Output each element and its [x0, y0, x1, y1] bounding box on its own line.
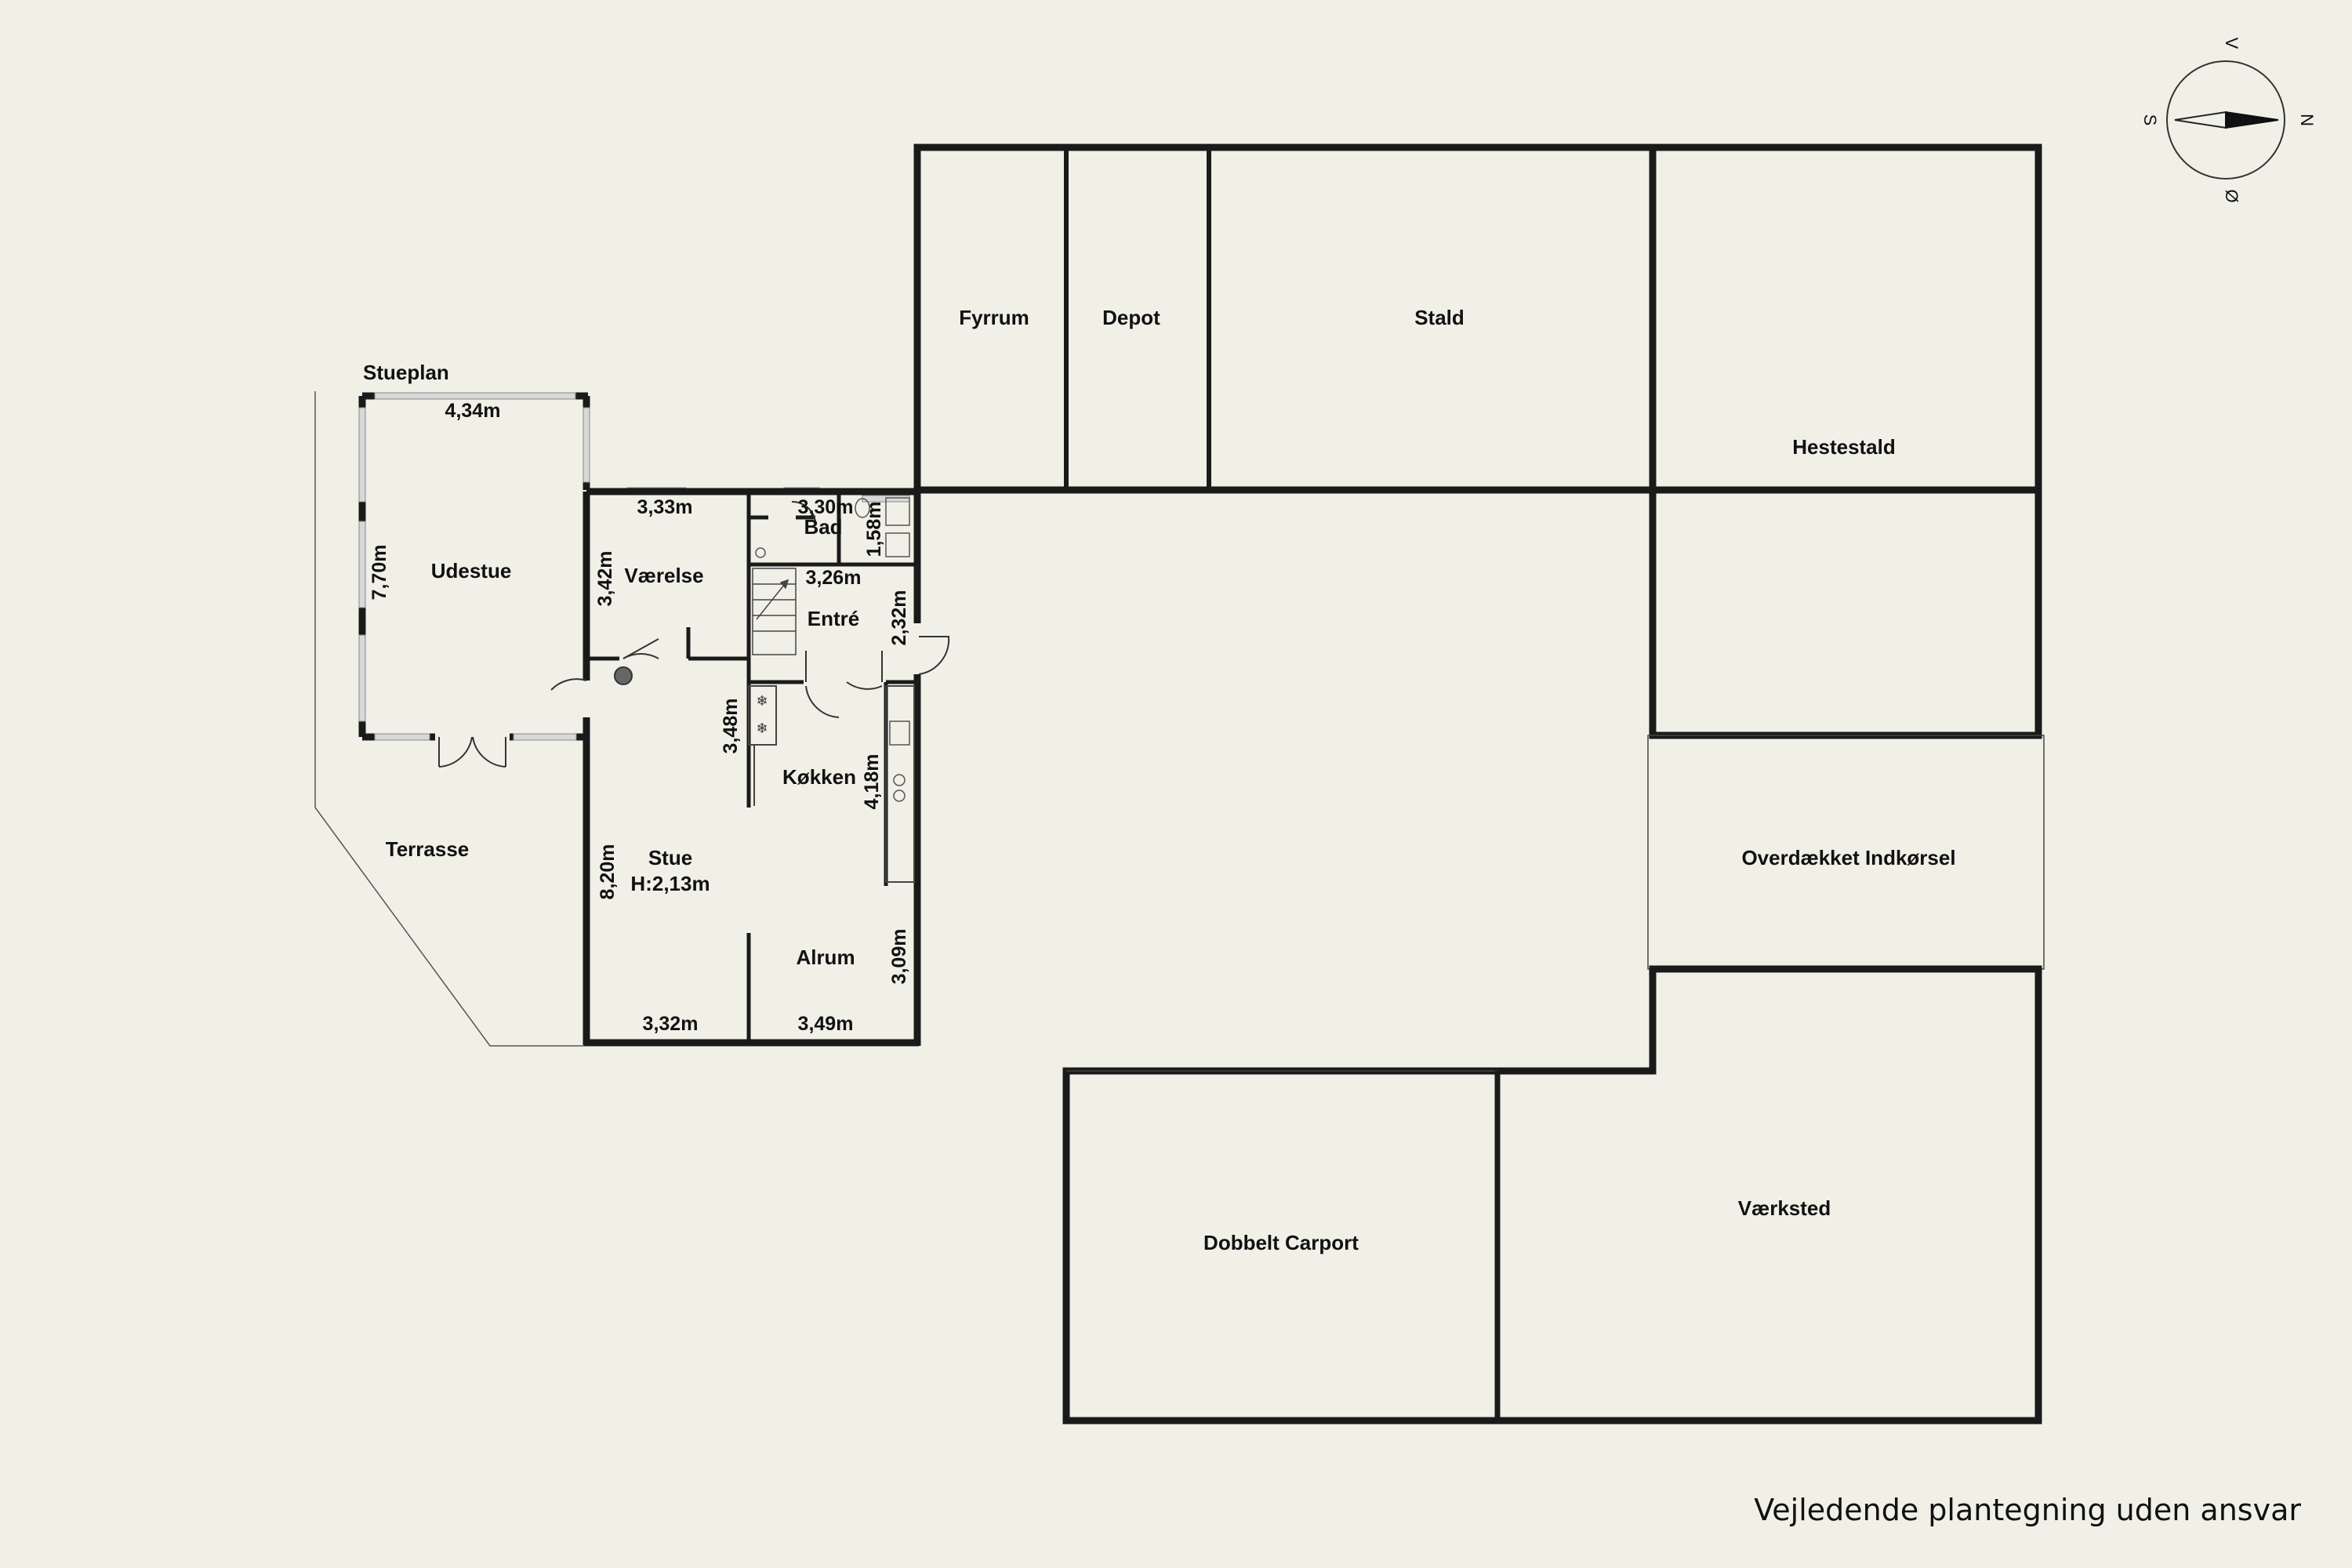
dim-alrum-height: 3,09m: [888, 929, 910, 985]
room-labels: Stueplan Fyrrum Depot Stald Hestestald O…: [363, 306, 1956, 1254]
dim-entre-height: 2,32m: [888, 590, 910, 646]
dim-bad-width: 3,30m: [798, 496, 854, 518]
dim-alrum-width: 3,49m: [798, 1013, 854, 1035]
stove-icon: [893, 774, 906, 786]
label-udestue: Udestue: [431, 559, 512, 583]
compass-south: S: [2140, 114, 2160, 126]
compass-west: V: [2222, 38, 2241, 49]
stove-icon-2: [893, 789, 906, 802]
compass-ring: [2166, 60, 2285, 180]
label-bad: Bad: [804, 515, 842, 539]
plan-title: Stueplan: [363, 361, 449, 384]
dim-entre-width: 3,26m: [806, 567, 862, 589]
stair-icon: [752, 568, 797, 655]
sink-icon: [889, 720, 910, 746]
compass: N S Ø V: [2140, 38, 2317, 203]
label-stue: Stue: [648, 846, 692, 869]
lower-block: [1062, 965, 2042, 1425]
dim-vaerelse-width: 3,33m: [637, 496, 693, 518]
fridge-freezer: [748, 685, 777, 746]
label-koekken: Køkken: [782, 765, 856, 789]
outbuilding: [913, 143, 2045, 1425]
label-vaerksted: Værksted: [1738, 1196, 1831, 1220]
compass-needle-north-icon: [2225, 111, 2279, 129]
dim-udestue-height: 7,70m: [368, 545, 390, 601]
label-stue-height: H:2,13m: [630, 872, 710, 895]
terrasse-outline: [314, 391, 584, 1047]
door-swings: [550, 500, 950, 718]
disclaimer-text: Vejledende plantegning uden ansvar: [1754, 1493, 2301, 1527]
label-depot: Depot: [1102, 306, 1160, 329]
dim-udestue-width: 4,34m: [445, 400, 501, 422]
label-entre: Entré: [808, 607, 859, 630]
label-stald: Stald: [1414, 306, 1465, 329]
label-alrum: Alrum: [796, 946, 855, 969]
compass-east: Ø: [2222, 189, 2241, 202]
compass-north: N: [2297, 114, 2317, 126]
kitchen-counter: [885, 685, 915, 883]
compass-needle-south: [2174, 111, 2227, 129]
dim-vaerelse-height: 3,42m: [594, 551, 616, 607]
dimension-labels: 4,34m 7,70m 3,33m 3,42m 3,30m 1,58m 3,26…: [368, 400, 910, 1035]
dim-bad-height: 1,58m: [863, 502, 885, 557]
snowflake-icon-2: ❄: [756, 720, 768, 736]
dim-koekken-side: 3,48m: [720, 699, 742, 754]
dim-stue-height: 8,20m: [597, 844, 619, 900]
label-hestestald: Hestestald: [1792, 435, 1896, 459]
label-fyrrum: Fyrrum: [959, 306, 1029, 329]
label-overdaekket-indkoersel: Overdækket Indkørsel: [1741, 846, 1955, 869]
fireplace-icon: [614, 666, 633, 685]
dim-koekken-height: 4,18m: [861, 754, 883, 810]
snowflake-icon: ❄: [756, 693, 768, 709]
udestue-door-icon: [438, 736, 506, 768]
label-terrasse: Terrasse: [386, 837, 470, 861]
window-strips: [358, 392, 921, 989]
bath-fixtures: [755, 497, 910, 558]
label-vaerelse: Værelse: [624, 564, 703, 587]
label-dobbelt-carport: Dobbelt Carport: [1203, 1231, 1359, 1254]
dim-stue-width: 3,32m: [643, 1013, 699, 1035]
house-walls: [583, 488, 921, 1047]
